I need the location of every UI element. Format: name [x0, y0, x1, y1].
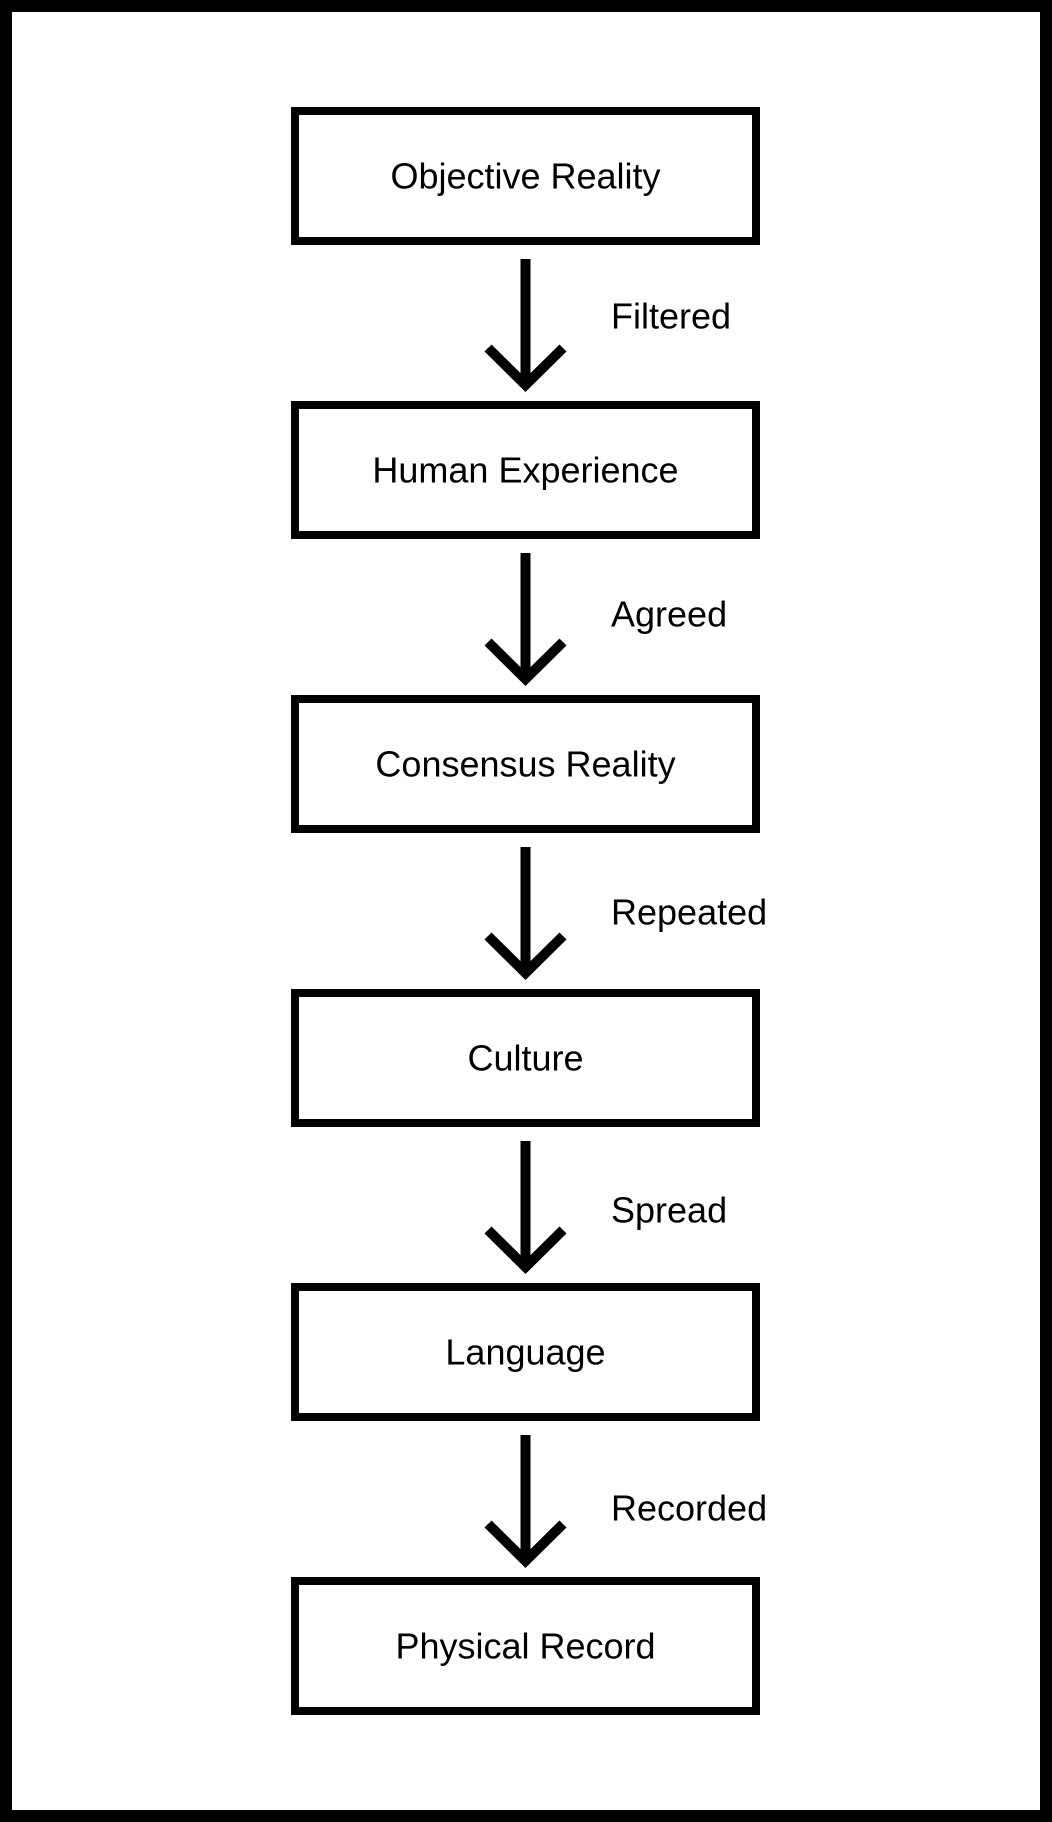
node-label: Culture [467, 1038, 583, 1079]
edge-agreed: Agreed [484, 553, 727, 687]
node-label: Human Experience [372, 450, 678, 491]
node-box [291, 107, 760, 245]
edge-repeated: Repeated [484, 847, 767, 981]
edge-label: Spread [611, 1190, 727, 1231]
edge-recorded: Recorded [484, 1435, 767, 1569]
arrow-down-icon [484, 932, 567, 981]
arrow-down-icon [484, 638, 567, 687]
edge-label: Repeated [611, 892, 767, 933]
node-human-experience: Human Experience [291, 401, 760, 539]
edge-label: Filtered [611, 296, 731, 337]
arrow-down-icon [484, 1226, 567, 1275]
node-box [291, 1577, 760, 1715]
node-language: Language [291, 1283, 760, 1421]
node-physical-record: Physical Record [291, 1577, 760, 1715]
node-consensus-reality: Consensus Reality [291, 695, 760, 833]
node-box [291, 695, 760, 833]
arrow-down-icon [484, 1520, 567, 1569]
edge-filtered: Filtered [484, 259, 731, 393]
node-objective-reality: Objective Reality [291, 107, 760, 245]
edge-label: Recorded [611, 1488, 767, 1529]
node-box [291, 989, 760, 1127]
node-label: Consensus Reality [375, 744, 675, 785]
node-label: Physical Record [395, 1626, 655, 1667]
arrow-down-icon [484, 344, 567, 393]
node-label: Objective Reality [390, 156, 660, 197]
edge-spread: Spread [484, 1141, 727, 1275]
node-culture: Culture [291, 989, 760, 1127]
node-box [291, 1283, 760, 1421]
node-label: Language [445, 1332, 605, 1373]
edge-label: Agreed [611, 594, 727, 635]
node-box [291, 401, 760, 539]
